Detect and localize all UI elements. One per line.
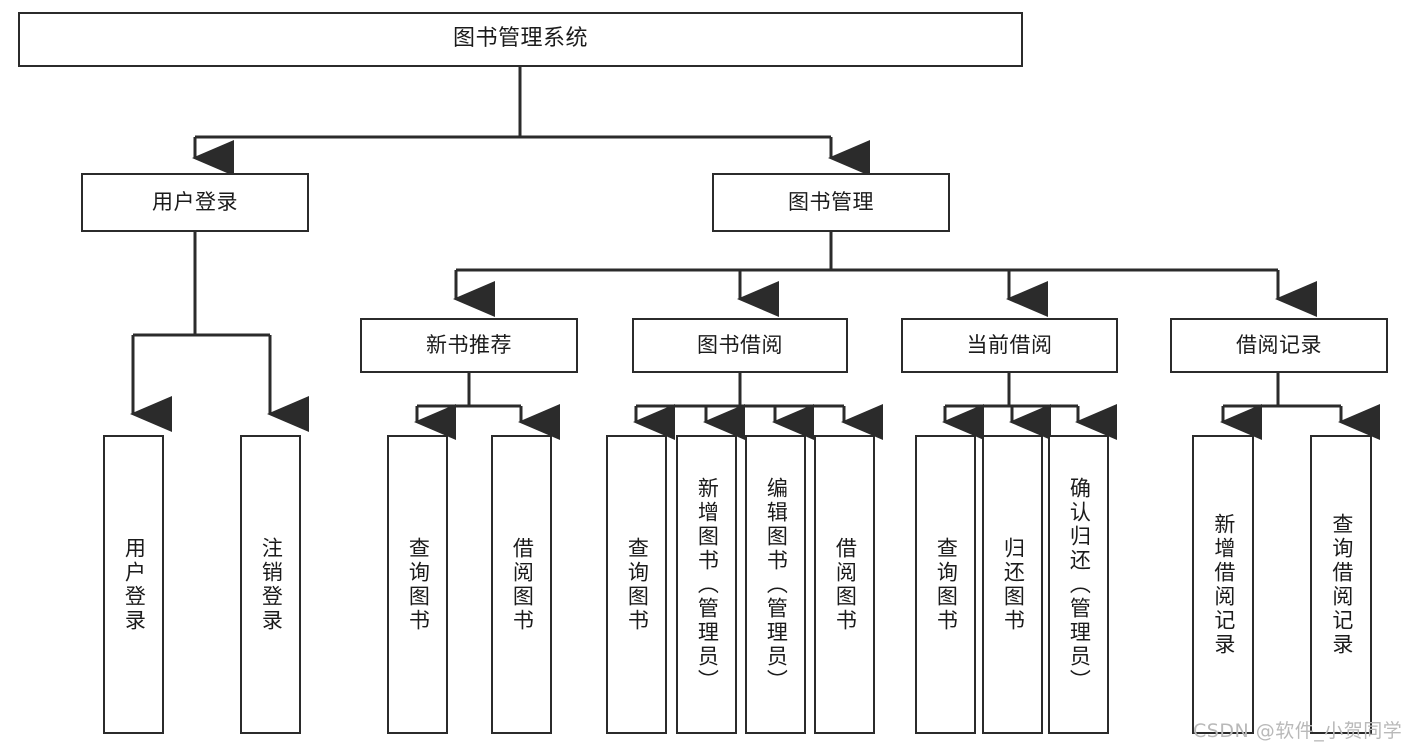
- watermark-label: CSDN @软件_小贺同学: [1193, 720, 1403, 742]
- node-user-login[interactable]: 用户登录: [81, 173, 309, 232]
- leaf-user-login-signout[interactable]: 注销登录: [240, 435, 301, 734]
- node-borrow-records[interactable]: 借阅记录: [1170, 318, 1388, 373]
- leaf-user-login-signin[interactable]: 用户登录: [103, 435, 164, 734]
- node-label: 注销登录: [259, 536, 284, 633]
- node-label: 用户登录: [122, 536, 147, 633]
- node-label: 图书管理: [788, 189, 874, 214]
- leaf-borrow-borrow-book[interactable]: 借阅图书: [814, 435, 875, 734]
- node-label: 图书借阅: [697, 332, 783, 357]
- node-label: 归还图书: [1001, 536, 1026, 633]
- node-label: 查询借阅记录: [1329, 512, 1354, 657]
- leaf-borrow-edit-book-admin[interactable]: 编辑图书（管理员）: [745, 435, 806, 734]
- node-label: 确认归还（管理员）: [1067, 476, 1092, 693]
- node-label: 图书管理系统: [452, 26, 588, 52]
- node-label: 查询图书: [406, 536, 431, 633]
- leaf-current-return-book[interactable]: 归还图书: [982, 435, 1043, 734]
- node-label: 用户登录: [152, 189, 238, 214]
- node-root-system[interactable]: 图书管理系统: [18, 12, 1023, 67]
- leaf-current-query-book[interactable]: 查询图书: [915, 435, 976, 734]
- node-label: 新增图书（管理员）: [695, 476, 720, 693]
- leaf-records-query-record[interactable]: 查询借阅记录: [1310, 435, 1372, 734]
- node-label: 借阅图书: [833, 536, 858, 633]
- node-label: 编辑图书（管理员）: [764, 476, 789, 693]
- node-new-book-recommend[interactable]: 新书推荐: [360, 318, 578, 373]
- node-label: 当前借阅: [966, 332, 1053, 357]
- node-label: 新增借阅记录: [1211, 512, 1236, 657]
- node-label: 借阅记录: [1236, 332, 1322, 357]
- node-label: 查询图书: [625, 536, 650, 633]
- node-label: 借阅图书: [510, 536, 535, 633]
- node-current-borrow[interactable]: 当前借阅: [901, 318, 1118, 373]
- leaf-new-book-borrow[interactable]: 借阅图书: [491, 435, 552, 734]
- leaf-new-book-query[interactable]: 查询图书: [387, 435, 448, 734]
- leaf-borrow-add-book-admin[interactable]: 新增图书（管理员）: [676, 435, 737, 734]
- node-label: 查询图书: [934, 536, 959, 633]
- node-book-borrow[interactable]: 图书借阅: [632, 318, 848, 373]
- leaf-current-confirm-return-admin[interactable]: 确认归还（管理员）: [1048, 435, 1109, 734]
- node-label: 新书推荐: [426, 332, 512, 357]
- leaf-borrow-query-book[interactable]: 查询图书: [606, 435, 667, 734]
- leaf-records-add-record[interactable]: 新增借阅记录: [1192, 435, 1254, 734]
- node-book-management[interactable]: 图书管理: [712, 173, 950, 232]
